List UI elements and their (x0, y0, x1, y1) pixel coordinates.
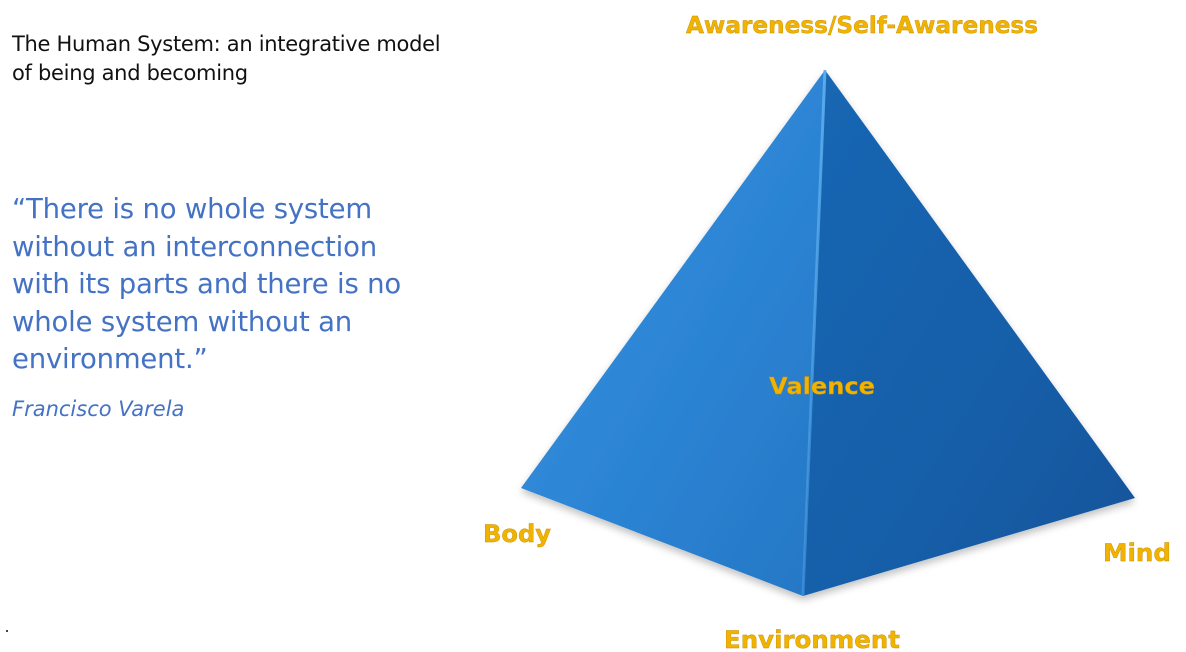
slide-title: The Human System: an integrative model o… (12, 32, 441, 85)
pyramid-left-face (521, 70, 825, 596)
pyramid-right-face (803, 70, 1135, 596)
label-environment: Environment (724, 626, 900, 652)
label-awareness: Awareness/Self-Awareness (686, 13, 1038, 39)
stray-dot (6, 630, 8, 632)
quote-author: Francisco Varela (12, 397, 185, 421)
label-body: Body (483, 520, 551, 548)
pyramid-front-edge (801, 69, 827, 597)
label-valence: Valence (769, 374, 875, 400)
varela-quote: “There is no whole system without an int… (12, 193, 401, 375)
label-mind: Mind (1103, 539, 1171, 567)
